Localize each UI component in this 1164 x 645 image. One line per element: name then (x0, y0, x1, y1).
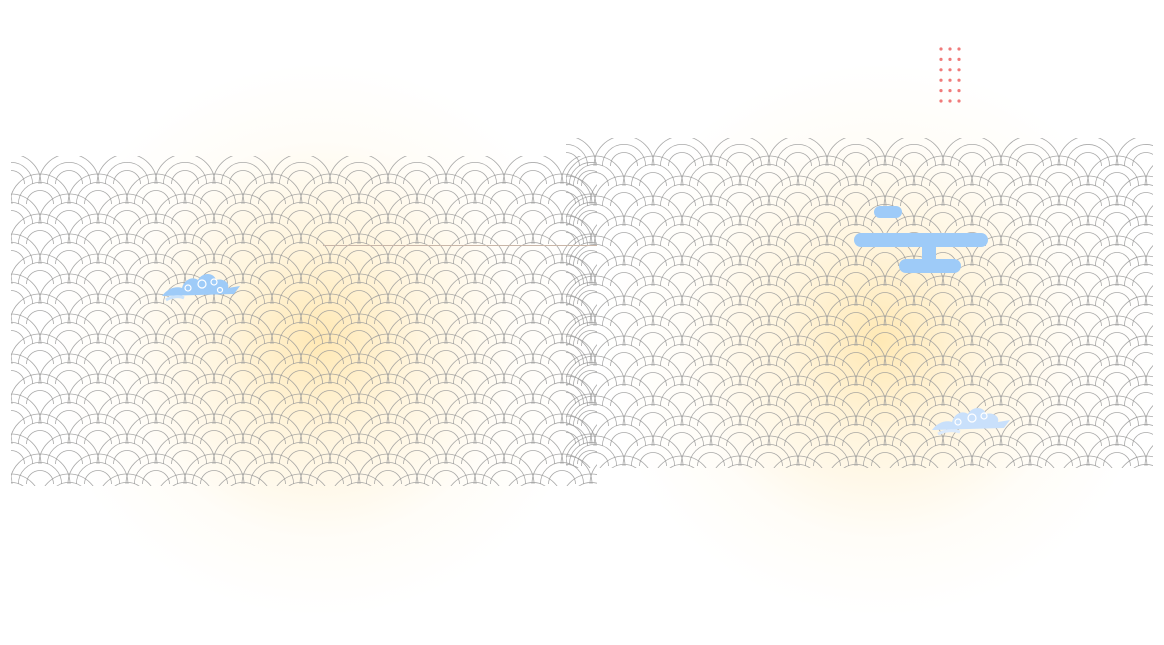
wave-scale (218, 473, 268, 486)
dot (948, 68, 952, 72)
wave-scale (1144, 205, 1153, 227)
dot (957, 57, 961, 61)
wave-scale (102, 473, 152, 486)
wave-scale (450, 473, 500, 486)
wave-scale (392, 473, 442, 486)
wave-scale (160, 473, 210, 486)
wave-scale (44, 473, 94, 486)
left-wave-pattern (11, 156, 597, 486)
wave-scale (334, 473, 384, 486)
wave-scale (831, 455, 881, 468)
dot (957, 89, 961, 93)
wave-scale (276, 473, 326, 486)
wave-scale (589, 464, 597, 485)
dot (957, 47, 961, 51)
wave-scale (1144, 165, 1153, 187)
wave-scale (773, 455, 823, 468)
wave-scale (1144, 325, 1153, 347)
dot (957, 78, 961, 82)
dot (948, 99, 952, 103)
wave-scale (657, 455, 707, 468)
auspicious-cloud-icon (162, 274, 240, 302)
dot (939, 47, 943, 51)
dot (948, 78, 952, 82)
dot (939, 89, 943, 93)
wave-scale (715, 455, 765, 468)
auspicious-cloud-icon (932, 408, 1010, 436)
wave-scale (1144, 245, 1153, 267)
dot (939, 78, 943, 82)
dot (957, 68, 961, 72)
wave-scale (1144, 405, 1153, 427)
wave-scale (508, 473, 558, 486)
wave-scale (1144, 445, 1153, 467)
dot (939, 99, 943, 103)
dot (948, 57, 952, 61)
wave-scale (889, 455, 939, 468)
wave-scale (1144, 365, 1153, 387)
wave-scale (1063, 455, 1113, 468)
dot (948, 89, 952, 93)
left-wave-panel (11, 156, 597, 486)
wave-scale (1005, 455, 1055, 468)
wave-scale (599, 455, 649, 468)
dot (939, 57, 943, 61)
wave-scale (1144, 285, 1153, 307)
wave-scale (947, 455, 997, 468)
wave-scale (566, 473, 597, 486)
dot (948, 47, 952, 51)
right-wave-panel (566, 138, 1153, 468)
wave-scale (1121, 455, 1153, 468)
dot-grid-icon (939, 47, 961, 103)
dot (957, 99, 961, 103)
dot (939, 68, 943, 72)
right-wave-pattern (566, 138, 1153, 468)
stylized-cloud-bar-icon (854, 206, 988, 273)
left-divider-line (323, 245, 597, 246)
